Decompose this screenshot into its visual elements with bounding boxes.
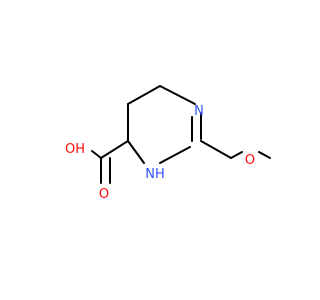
atom-label-carboxyl-oh: OH: [65, 142, 85, 157]
atom-label-ether-o: O: [245, 153, 255, 168]
bond-c2-ch2: [200, 140, 232, 159]
structure-canvas: N NH O O OH: [65, 85, 271, 202]
bond-o-ch3: [258, 151, 271, 159]
bond-c6-c5: [127, 85, 161, 105]
bond-c6-n1: [159, 85, 196, 105]
bond-n3-c2: [159, 146, 191, 164]
bond-c4-cooh: [100, 140, 129, 159]
bond-c4-n3: [127, 140, 145, 164]
bond-ch2-o: [230, 151, 243, 159]
atom-label-carbonyl-o: O: [99, 187, 109, 202]
bond-c-oh: [91, 150, 102, 159]
molecule-structure: N NH O O OH: [65, 85, 271, 202]
atom-label-n: N: [194, 104, 204, 119]
atom-label-nh: NH: [145, 167, 165, 182]
